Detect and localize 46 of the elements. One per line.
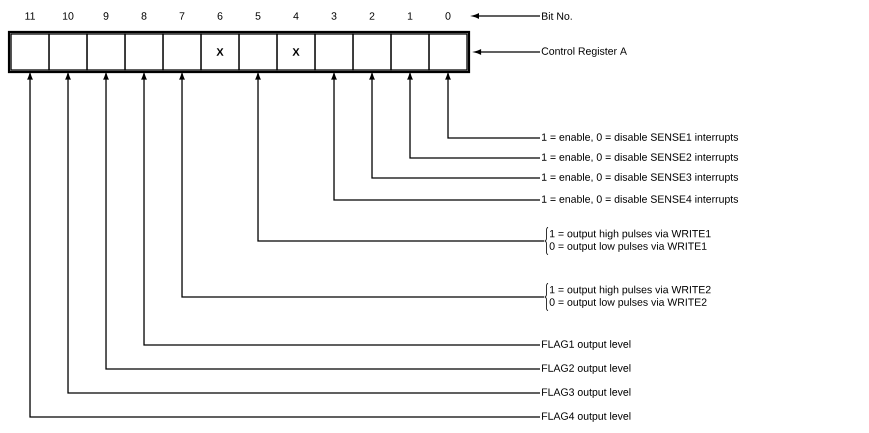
bit-cell [428,33,468,71]
bit-number: 8 [142,12,146,20]
bit-number: 7 [180,12,184,20]
bit-number: 1 [408,12,412,20]
bit-cell: X [200,33,240,71]
bit-number: 3 [331,12,336,20]
bit-number: 5 [256,12,260,20]
bit-cell [314,33,354,71]
bit-number: 11 [25,12,35,20]
description-text: FLAG1 output level [542,340,630,350]
description-text: 1 = enable, 0 = disable SENSE3 interrupts [542,173,738,183]
leader-arrow [141,73,540,346]
bit-cell [86,33,126,71]
bit-number: 6 [218,12,222,20]
arrow [472,13,540,19]
leader-arrow [369,73,540,179]
description-text: 1 = output high pulses via WRITE2 0 = output low pulses via WRITE2 [550,286,711,308]
description-text: FLAG4 output level [542,412,630,422]
leader-arrow [445,73,540,139]
leader-arrow [331,73,540,201]
description-text: Control Register A [542,47,627,57]
leader-arrow [179,73,544,298]
description-text: 1 = enable, 0 = disable SENSE2 interrupts [542,153,738,163]
description-text: 1 = enable, 0 = disable SENSE1 interrupts [542,133,738,143]
bit-cell [124,33,164,71]
description-text: Bit No. [542,12,572,20]
leader-arrow [407,73,540,159]
bit-cell [162,33,202,71]
bit-number: 9 [104,12,108,20]
bit-number: 2 [370,12,374,20]
bit-number: 4 [293,12,299,20]
description-text: 1 = enable, 0 = disable SENSE4 interrupts [542,195,738,205]
bit-cell: X [276,33,316,71]
leader-arrow [255,73,544,242]
bit-cell [238,33,278,71]
description-text: FLAG3 output level [542,388,630,398]
bit-cell [390,33,430,71]
bit-cell [48,33,88,71]
bit-cell [10,33,50,71]
register-box [8,30,470,74]
arrow [474,49,540,55]
description-text: 1 = output high pulses via WRITE1 0 = output low pulses via WRITE1 [550,230,711,252]
bit-number: 0 [446,12,451,20]
bit-cell [352,33,392,71]
description-text: FLAG2 output level [542,364,630,374]
bit-number: 10 [62,12,74,20]
